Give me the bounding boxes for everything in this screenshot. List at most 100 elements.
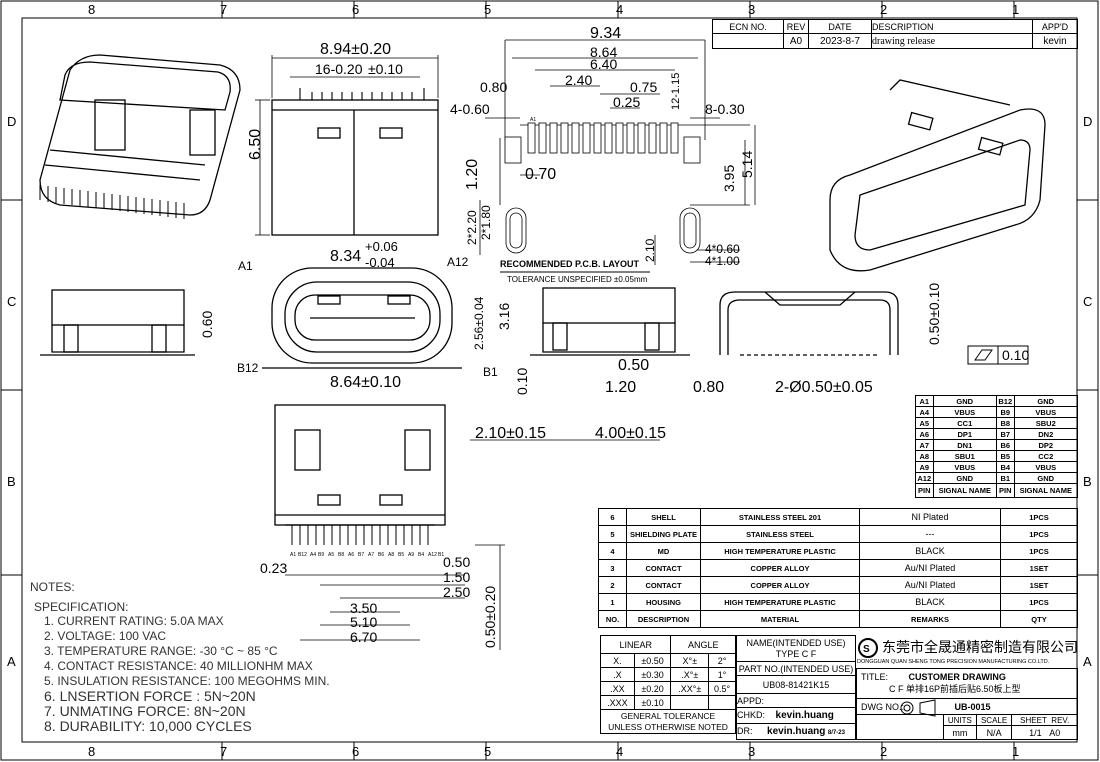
bom-cell: 5: [598, 525, 627, 543]
bom-cell: HIGH TEMPERATURE PLASTIC: [700, 593, 860, 611]
dim-left-060: 0.60: [199, 310, 215, 338]
rev-label: REV.: [1051, 715, 1070, 725]
tol-linear: LINEAR: [599, 635, 672, 654]
label-b1: B1: [483, 365, 498, 379]
bom-cell: BLACK: [859, 542, 1001, 560]
pin-cell: B12: [995, 395, 1015, 407]
dim-front-256: 2.56±0.04: [472, 296, 486, 350]
grid-row-a-right: A: [1083, 654, 1092, 669]
notes-spec: SPECIFICATION:: [34, 600, 129, 614]
dim-right-holes: 2-Ø0.50±0.05: [775, 379, 873, 396]
pin-cell: A8: [915, 450, 934, 462]
right-section-view: [719, 291, 899, 356]
bom-cell: 1PCS: [1000, 525, 1078, 543]
pin-cell: DP1: [932, 428, 997, 440]
bom-header: QTY: [1000, 610, 1078, 628]
bom-cell: 1SET: [1000, 576, 1078, 594]
pin-label: A6: [348, 552, 355, 558]
pin-cell: DN2: [1013, 428, 1079, 440]
pin-cell: GND: [1013, 472, 1079, 484]
company-name-cn: 东莞市全晟通精密制造有限公司: [882, 639, 1078, 655]
name-label: NAME(INTENDED USE): [746, 637, 846, 648]
pin-header: SIGNAL NAME: [1013, 483, 1079, 498]
dr-date: 8/7-23: [827, 730, 845, 736]
flatness-value: 0.10: [1002, 347, 1030, 363]
title-cn: C F 单排16P前插后贴6.50板上型: [889, 683, 1021, 694]
scale-label: SCALE: [975, 714, 1013, 726]
note-item: 1. CURRENT RATING: 5.0A MAX: [44, 614, 224, 628]
svg-text:S: S: [863, 644, 870, 655]
dwg-label: DWG NO.:: [861, 701, 904, 712]
dim-pcb-2-220: 2*2.20: [465, 210, 479, 245]
tol-cell: 2°: [708, 653, 736, 668]
pcb-tolerance: TOLERANCE UNSPECIFIED ±0.05mm: [507, 275, 648, 284]
dim-front-316: 3.16: [496, 302, 512, 330]
pin-cell: B6: [995, 439, 1015, 451]
dim-front-834: 8.34: [330, 248, 362, 265]
grid-row-a: A: [7, 654, 16, 669]
pin-cell: B1: [995, 472, 1015, 484]
notes-block: NOTES: SPECIFICATION: 1. CURRENT RATING:…: [30, 580, 330, 734]
pin-label: B1: [438, 552, 445, 558]
pin-label: B12: [298, 552, 307, 558]
dim-pcb-075: 0.75: [630, 79, 658, 95]
pcb-pads: [504, 122, 701, 254]
note-item: 2. VOLTAGE: 100 VAC: [44, 629, 167, 643]
pin-label: A9: [408, 552, 415, 558]
rev-value: A0: [1049, 727, 1061, 738]
part-label: PART NO.(INTENDED USE): [736, 661, 856, 676]
bom-cell: 1PCS: [1000, 508, 1078, 526]
pin-cell: A1: [915, 395, 934, 407]
grid-row-d: D: [7, 114, 17, 129]
tol-cell: 1°: [708, 667, 736, 682]
dr-label: DR:: [737, 726, 753, 736]
pin-cell: VBUS: [932, 461, 997, 473]
tol-cell: [670, 695, 710, 710]
iso-view-left: [39, 54, 241, 219]
dim-bottom-350: 3.50: [350, 600, 378, 616]
dim-bottom-250: 2.50: [443, 584, 471, 600]
title-value: CUSTOMER DRAWING: [908, 672, 1006, 683]
tol-cell: X.: [600, 653, 635, 668]
pin-label: A8: [388, 552, 395, 558]
dim-mid-050: 0.50: [618, 357, 650, 374]
dim-pcb-395: 3.95: [721, 164, 737, 192]
pcb-layout: [479, 39, 756, 265]
pin-label: A5: [328, 552, 335, 558]
dim-mid-120: 1.20: [605, 379, 637, 396]
grid-row-c-right: C: [1083, 294, 1093, 309]
pin-label: A1: [290, 552, 297, 558]
tol-cell: ±0.50: [633, 653, 672, 668]
dim-bottom-150: 1.50: [443, 569, 471, 585]
dim-right-050: 0.50±0.10: [926, 282, 942, 345]
bom-cell: 6: [598, 508, 627, 526]
tol-cell: .X: [600, 667, 635, 682]
pin-label: B9: [318, 552, 325, 558]
part-value: UB08-81421K15: [736, 675, 856, 694]
dim-pcb-12-115: 12-1.15: [670, 72, 682, 110]
dim-pcb-4-100: 4*1.00: [705, 254, 740, 268]
pin-cell: A9: [915, 461, 934, 473]
rev-ecn: [712, 33, 784, 49]
bom-header: NO.: [598, 610, 627, 628]
tol-angle: ANGLE: [670, 635, 736, 654]
grid-row-c: C: [7, 294, 17, 309]
bom-cell: 3: [598, 559, 627, 577]
grid-col-7: 7: [220, 2, 228, 17]
note-item: 3. TEMPERATURE RANGE: -30 °C ~ 85 °C: [44, 644, 278, 658]
bom-cell: 1PCS: [1000, 542, 1078, 560]
bom-cell: Au/NI Plated: [859, 576, 1001, 594]
rev-header-appd: APP'D: [1032, 19, 1078, 34]
grid-row-b-right: B: [1083, 474, 1092, 489]
dim-pcb-total: 9.34: [590, 25, 622, 42]
note-item: 5. INSULATION RESISTANCE: 100 MEGOHMS MI…: [44, 674, 330, 688]
grid-col-7-bottom: 7: [220, 744, 228, 759]
pin-label: A7: [368, 552, 375, 558]
pin-label: B8: [338, 552, 345, 558]
bom-cell: COPPER ALLOY: [700, 576, 860, 594]
